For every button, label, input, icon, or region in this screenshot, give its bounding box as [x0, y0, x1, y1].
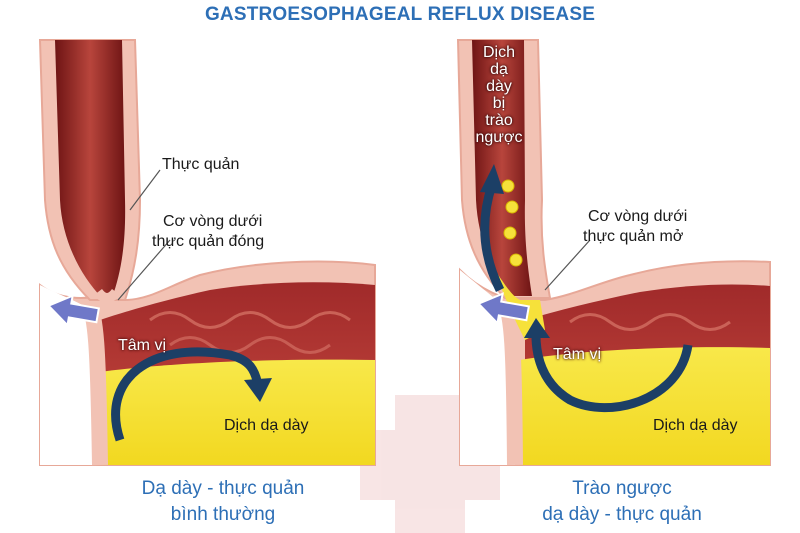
label-cardia-left: Tâm vị [118, 337, 166, 354]
label-refluxed-word: trào [485, 112, 513, 129]
label-refluxed-word: dày [486, 78, 512, 95]
label-esophagus: Thực quản [162, 156, 240, 173]
right-diagram [456, 39, 771, 466]
watermark [360, 395, 500, 533]
label-gastric-juice-left: Dịch dạ dày [224, 417, 309, 434]
label-cardia-right: Tâm vị [553, 346, 601, 363]
label-lower-sphincter-open-line1: Cơ vòng dưới [588, 208, 688, 225]
label-gastric-juice-right: Dịch dạ dày [653, 417, 738, 434]
label-refluxed-word: ngược [475, 129, 523, 146]
page-title: GASTROESOPHAGEAL REFLUX DISEASE [204, 4, 596, 25]
caption-normal: Dạ dày - thực quản bình thường [73, 476, 373, 528]
caption-reflux-line2: dạ dày - thực quản [542, 504, 702, 525]
caption-normal-line2: bình thường [170, 504, 276, 525]
label-refluxed-juice: Dịch dạ dày bị trào ngược [474, 44, 524, 146]
caption-reflux: Trào ngược dạ dày - thực quản [472, 476, 772, 528]
label-refluxed-word: Dịch [482, 44, 515, 61]
caption-normal-line1: Dạ dày - thực quản [141, 478, 305, 499]
label-lower-sphincter-closed-line2: thực quản đóng [152, 233, 265, 250]
label-refluxed-word: bị [492, 95, 506, 112]
label-lower-sphincter-open-line2: thực quản mở [583, 228, 684, 245]
label-refluxed-word: dạ [490, 61, 508, 78]
left-diagram [38, 39, 376, 466]
caption-reflux-line1: Trào ngược [572, 478, 672, 499]
label-lower-sphincter-closed-line1: Cơ vòng dưới [163, 213, 263, 230]
